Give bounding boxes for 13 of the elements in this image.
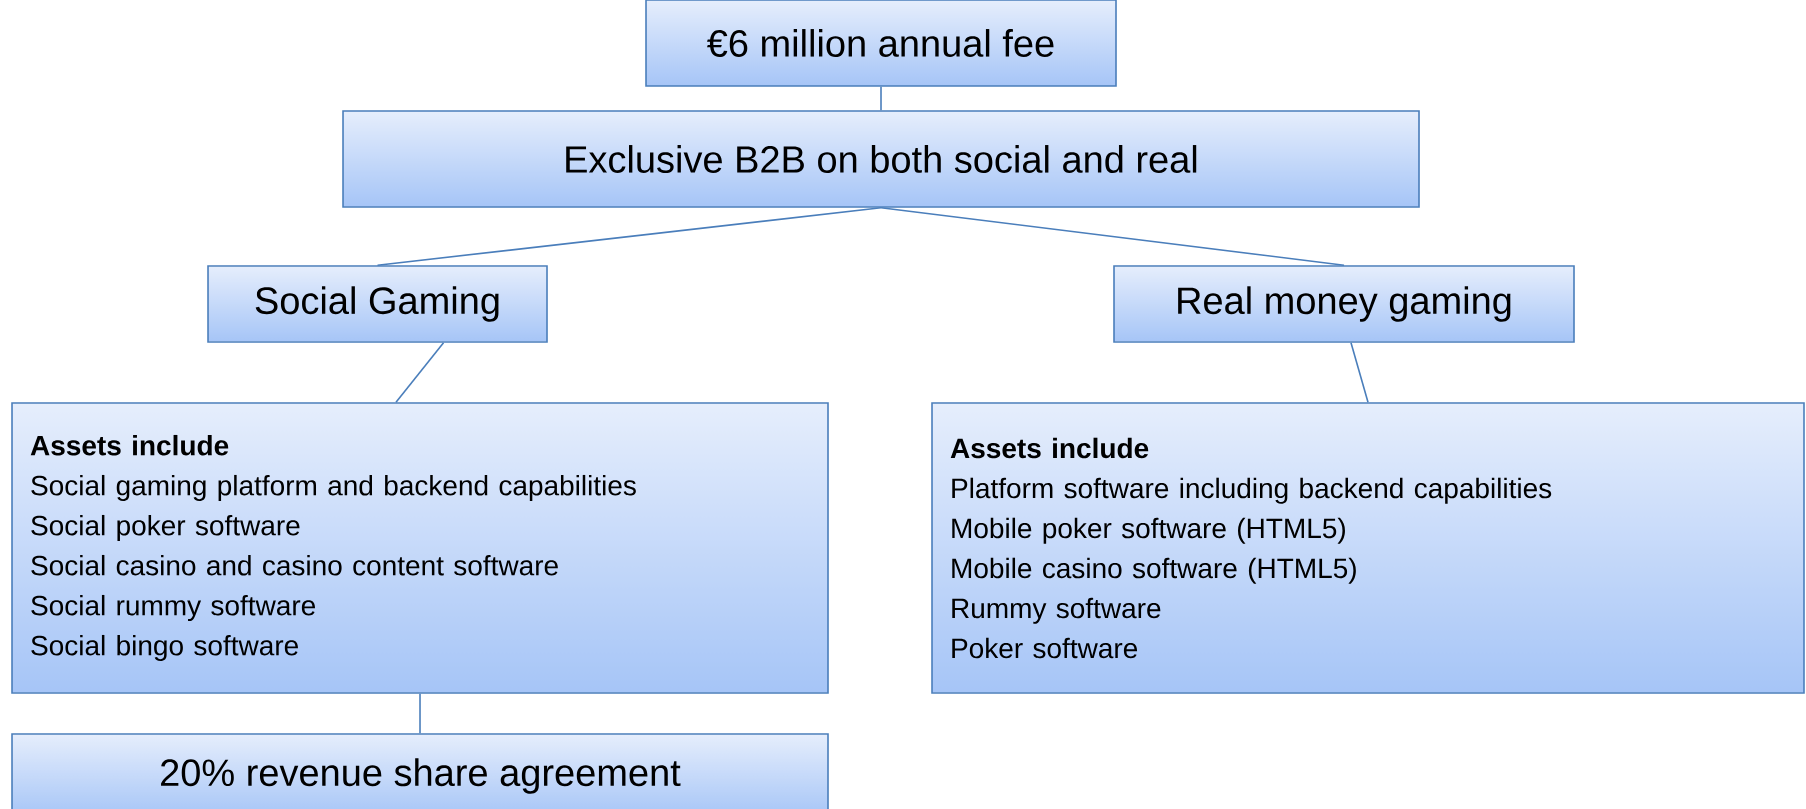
process-box: Social Gaming — [207, 265, 548, 343]
process-box: 20% revenue share agreement — [11, 733, 829, 809]
connector-line — [376, 207, 882, 266]
connector-line — [880, 86, 882, 111]
asset-list-box: Assets include Social gaming platform and backend capabilities Social poker software Social casino and casino content software Social rummy software Social bingo software — [11, 402, 829, 694]
connector-line — [880, 207, 1345, 266]
process-box: Exclusive B2B on both social and real — [342, 110, 1420, 208]
connector-line — [419, 693, 421, 734]
process-box: Real money gaming — [1113, 265, 1575, 343]
process-box: €6 million annual fee — [645, 0, 1117, 87]
asset-list-box: Assets include Platform software including backend capabilities Mobile poker software (HTML5) Mobile casino software (HTML5) Rummy software Poker software — [931, 402, 1805, 694]
connector-line — [395, 342, 445, 403]
connector-line — [1350, 342, 1369, 403]
